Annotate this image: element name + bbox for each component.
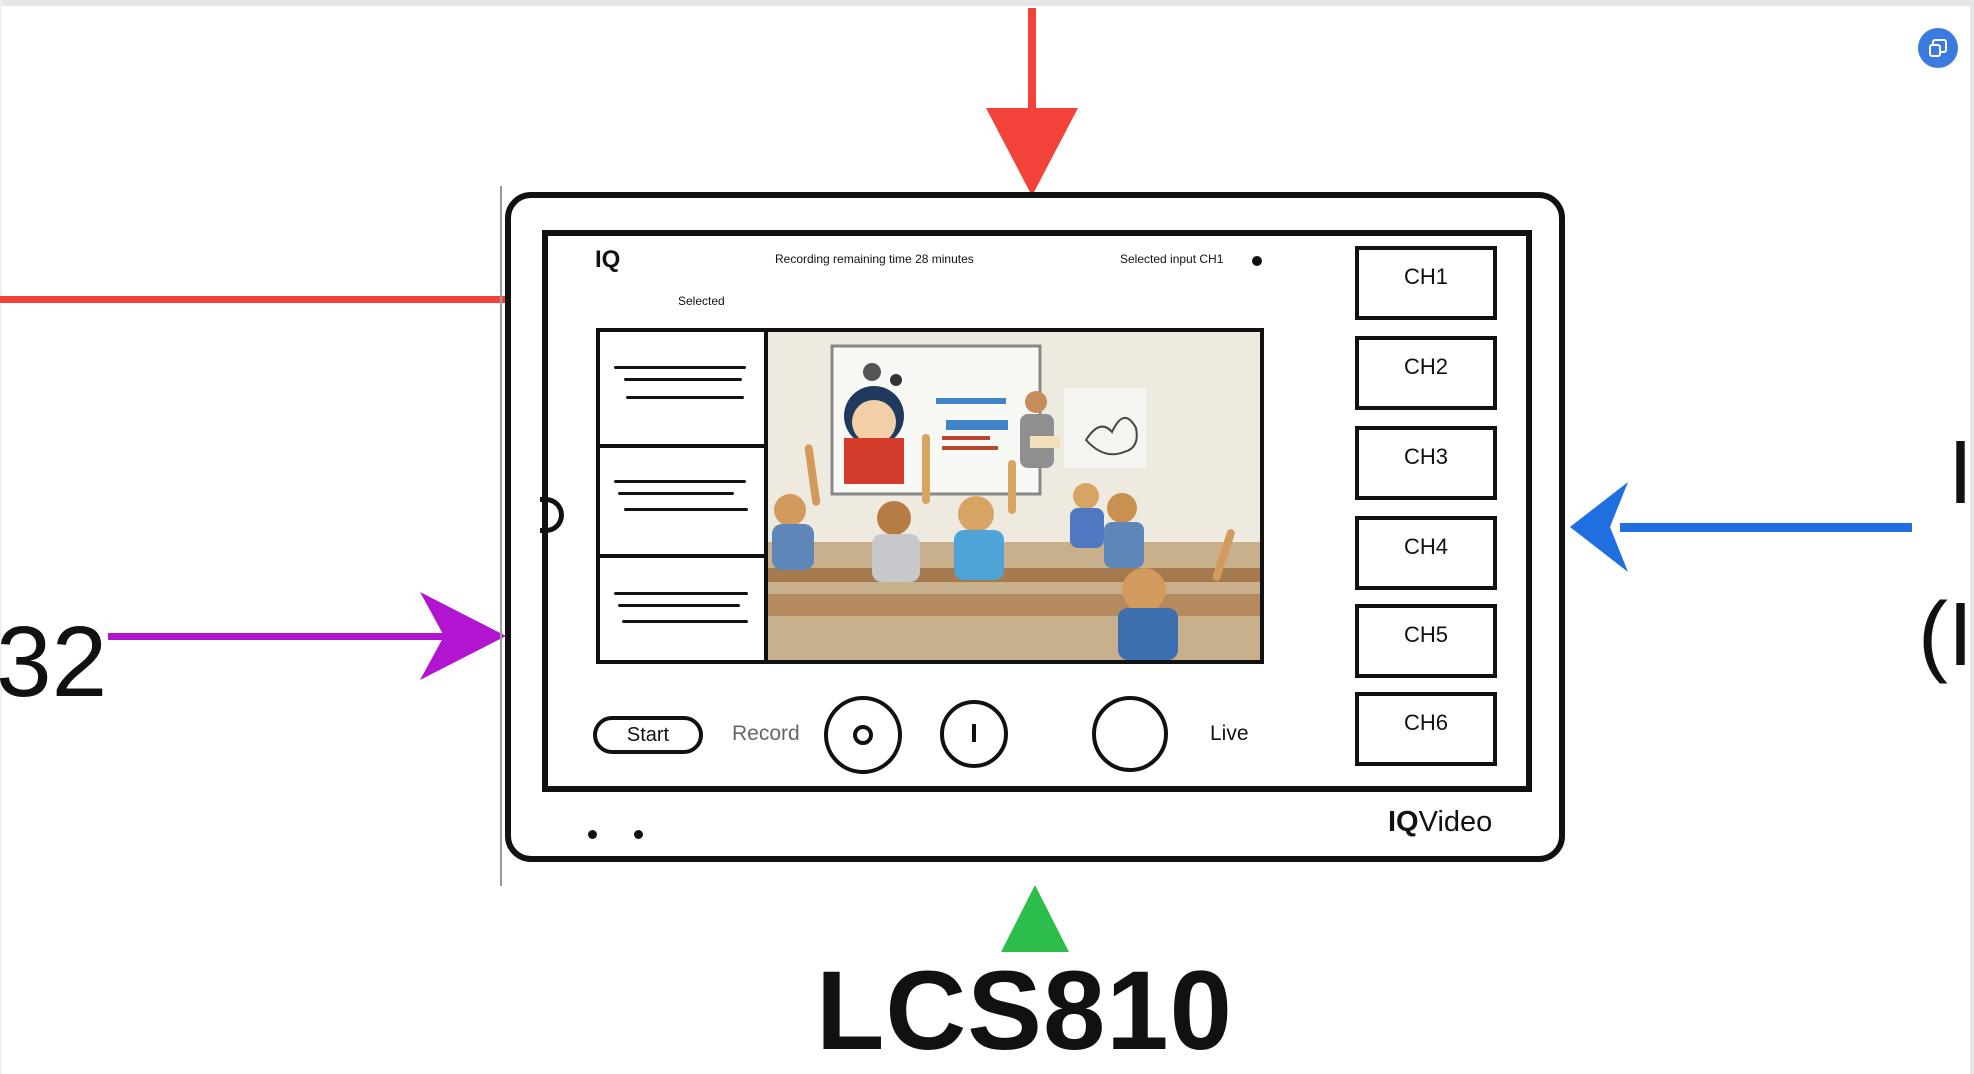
canvas-right-border [1970,0,1974,1074]
arrow-left-red-line [0,296,540,303]
arrow-blue-head [1570,482,1628,572]
channel-button-ch6[interactable]: CH6 [1355,692,1497,766]
green-triangle [1001,885,1069,952]
selected-label: Selected [678,294,725,308]
source-list [600,332,768,660]
record-circle-icon [853,725,873,745]
channel-button-ch1[interactable]: CH1 [1355,246,1497,320]
right-partial-text-2: (I [1918,585,1973,685]
list-item[interactable] [600,554,764,664]
device-indicator-dot [588,830,597,839]
list-line [618,604,740,607]
list-line [624,508,748,511]
device-screen [542,230,1532,792]
arrow-blue-shaft [1620,523,1912,532]
screen-logo: IQ [595,246,621,273]
list-item[interactable] [600,444,764,554]
canvas-top-border [0,0,1974,6]
brand-prefix: IQ [1388,806,1419,838]
pause-bar-icon [972,724,976,742]
preview-panel [596,328,1264,664]
left-partial-number: 32 [0,606,108,718]
list-line [618,492,734,495]
list-item[interactable] [600,332,764,444]
channel-button-ch3[interactable]: CH3 [1355,426,1497,500]
brand-suffix: Video [1418,806,1493,838]
device-brand: IQVideo [1388,806,1492,839]
arrow-purple-head [420,592,506,680]
canvas-left-border [0,0,2,1074]
status-indicator-dot [1252,256,1262,266]
external-window-icon[interactable] [1918,28,1958,68]
list-line [624,378,742,381]
arrow-top-head [986,108,1078,196]
list-line [614,592,748,595]
live-button[interactable] [1092,696,1168,772]
list-line [622,620,748,623]
record-button[interactable] [824,696,902,774]
device-edge-line [500,186,502,886]
list-line [614,480,746,483]
classroom-video-feed [768,332,1260,660]
arrow-purple-shaft [108,633,448,640]
selected-input-text: Selected input CH1 [1120,252,1224,266]
arrow-top-shaft [1028,8,1036,138]
channel-button-ch5[interactable]: CH5 [1355,604,1497,678]
device-indicator-dot [634,830,643,839]
list-line [626,396,744,399]
channel-button-ch4[interactable]: CH4 [1355,516,1497,590]
right-partial-text-1: I [1948,423,1974,523]
classroom-scene-image [768,332,1260,660]
channel-button-ch2[interactable]: CH2 [1355,336,1497,410]
live-label: Live [1210,722,1249,745]
model-label: LCS810 [816,948,1233,1073]
external-window-glyph [1929,39,1947,57]
start-button[interactable]: Start [593,716,703,754]
list-line [614,366,746,369]
recording-remaining-text: Recording remaining time 28 minutes [775,252,974,266]
pause-button[interactable] [940,700,1008,768]
record-label: Record [732,722,800,745]
